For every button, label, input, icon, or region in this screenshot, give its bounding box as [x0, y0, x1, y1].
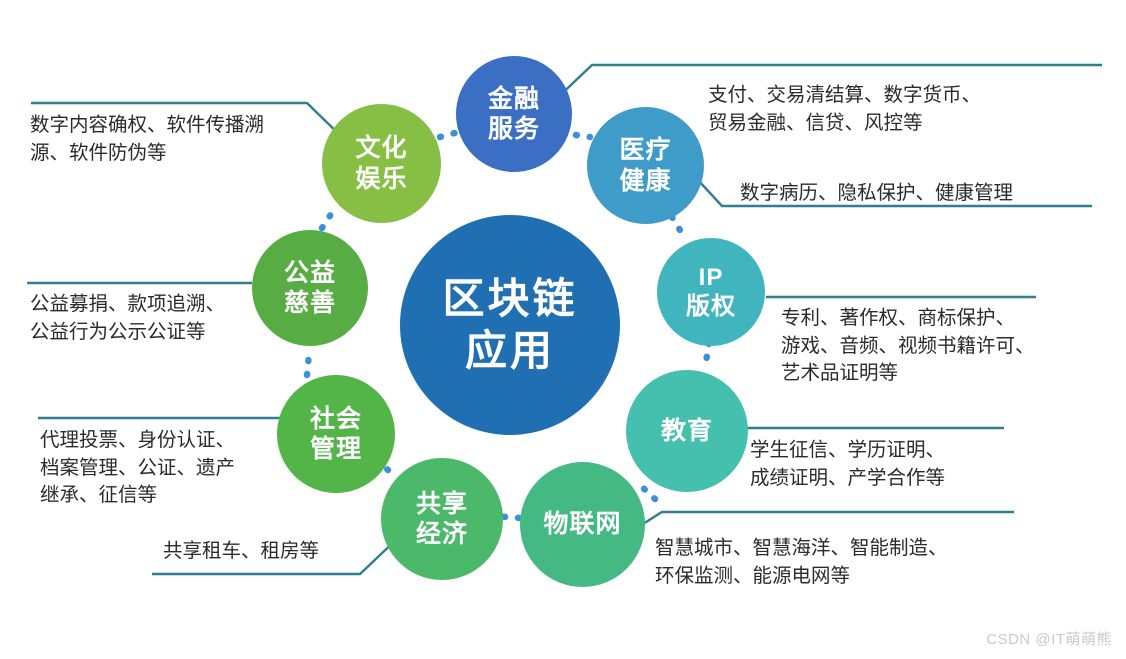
node-social-label-line2: 管理 — [309, 435, 362, 463]
caption-charity: 公益募捐、款项追溯、 公益行为公示公证等 — [30, 291, 225, 346]
caption-iot-line1: 智慧城市、智慧海洋、智能制造、 — [655, 537, 948, 559]
center-node-blockchain-application[interactable]: 区块链 应用 — [400, 215, 620, 435]
node-ip-label-line1: IP — [698, 263, 724, 291]
caption-social-line3: 继承、征信等 — [40, 484, 158, 507]
caption-ip-line1: 专利、著作权、商标保护、 — [781, 307, 1016, 329]
dotlink-medical-ip — [668, 213, 690, 244]
node-culture-label-line2: 娱乐 — [355, 164, 408, 193]
caption-culture-line2: 源、软件防伪等 — [30, 141, 167, 164]
node-finance-label-line2: 服务 — [487, 115, 540, 143]
dotlink-social-charity — [303, 350, 313, 379]
caption-finance-line2: 贸易金融、信贷、风控等 — [708, 111, 923, 134]
leader-iot — [626, 510, 1014, 536]
caption-finance: 支付、交易清结算、数字货币、 贸易金融、信贷、风控等 — [708, 82, 981, 137]
node-sharing[interactable]: 共享 经济 — [381, 458, 503, 580]
node-sharing-label-line2: 经济 — [415, 520, 468, 548]
dotlink-ip-education — [701, 339, 713, 372]
node-finance[interactable]: 金融 服务 — [456, 56, 572, 172]
caption-iot: 智慧城市、智慧海洋、智能制造、 环保监测、能源电网等 — [655, 535, 948, 590]
node-iot-label-line1: 物联网 — [543, 510, 622, 539]
caption-charity-line1: 公益募捐、款项追溯、 — [30, 293, 226, 315]
node-sharing-label-line1: 共享 — [415, 489, 468, 518]
caption-medical-line1: 数字病历、隐私保护、健康管理 — [740, 182, 1014, 204]
caption-social-line2: 档案管理、公证、遗产 — [40, 456, 236, 479]
node-ip-label-line2: 版权 — [686, 293, 736, 320]
caption-charity-line2: 公益行为公示公证等 — [30, 320, 206, 343]
node-finance-label-line1: 金融 — [487, 84, 540, 113]
caption-ip-line3: 艺术品证明等 — [781, 362, 899, 385]
caption-social-line1: 代理投票、身份认证、 — [40, 429, 236, 451]
caption-medical: 数字病历、隐私保护、健康管理 — [740, 180, 1013, 208]
center-label-line1: 区块链 — [442, 274, 578, 322]
caption-culture: 数字内容确权、软件传播溯 源、软件防伪等 — [30, 112, 264, 167]
node-charity-label-line1: 公益 — [283, 258, 336, 287]
node-education[interactable]: 教育 — [626, 370, 748, 492]
caption-iot-line2: 环保监测、能源电网等 — [655, 564, 851, 587]
node-iot[interactable]: 物联网 — [520, 462, 645, 587]
caption-education: 学生征信、学历证明、 成绩证明、产学合作等 — [750, 437, 945, 492]
node-medical-label-line2: 健康 — [619, 166, 672, 195]
node-culture-label-line1: 文化 — [355, 134, 408, 162]
caption-education-line1: 学生征信、学历证明、 — [750, 439, 946, 461]
dotlink-education-iot — [637, 482, 659, 503]
node-medical[interactable]: 医疗 健康 — [587, 107, 704, 224]
caption-sharing: 共享租车、租房等 — [163, 538, 319, 566]
dotlink-charity-culture — [318, 204, 339, 232]
center-label-line2: 应用 — [464, 327, 555, 374]
caption-culture-line1: 数字内容确权、软件传播溯 — [30, 114, 265, 136]
node-medical-label-line1: 医疗 — [619, 136, 672, 164]
caption-sharing-line1: 共享租车、租房等 — [163, 540, 320, 562]
node-culture[interactable]: 文化 娱乐 — [322, 104, 441, 223]
caption-ip: 专利、著作权、商标保护、 游戏、音频、视频书籍许可、 艺术品证明等 — [781, 305, 1035, 388]
caption-ip-line2: 游戏、音频、视频书籍许可、 — [781, 334, 1035, 357]
node-social[interactable]: 社会 管理 — [277, 375, 395, 493]
watermark: CSDN @IT萌萌熊 — [986, 631, 1112, 648]
node-charity[interactable]: 公益 慈善 — [252, 230, 368, 346]
caption-finance-line1: 支付、交易清结算、数字货币、 — [708, 84, 982, 106]
caption-education-line2: 成绩证明、产学合作等 — [750, 466, 946, 489]
node-ip[interactable]: IP 版权 — [657, 238, 765, 346]
node-charity-label-line2: 慈善 — [283, 289, 336, 317]
node-education-label-line1: 教育 — [660, 416, 713, 445]
node-social-label-line1: 社会 — [309, 404, 362, 433]
caption-social: 代理投票、身份认证、 档案管理、公证、遗产 继承、征信等 — [40, 427, 235, 510]
